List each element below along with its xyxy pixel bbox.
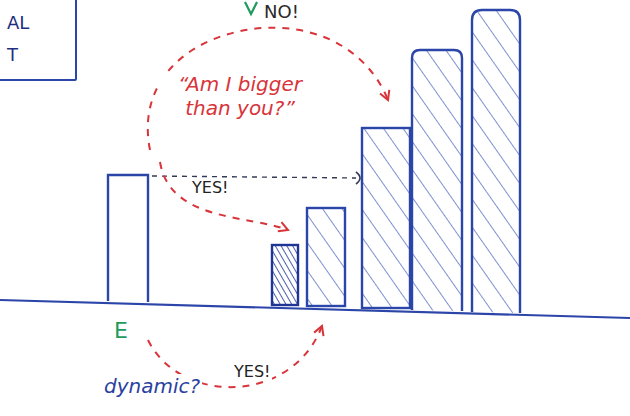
answer-text: YES! (190, 178, 230, 197)
open-bar (108, 175, 148, 302)
note-text: dynamic? (102, 374, 202, 398)
question-arc (160, 162, 288, 230)
hatched-bar (412, 50, 462, 311)
hatched-bar (472, 10, 520, 313)
frame-box: AL T (0, 0, 77, 81)
element-letter: E (112, 318, 130, 344)
answer-text: NO! (262, 1, 301, 23)
small-bar (272, 245, 298, 305)
answer-text: YES! (232, 362, 272, 381)
question-text: “Am I bigger than you?” (158, 72, 322, 120)
box-text: AL T (7, 7, 41, 71)
question-arc (148, 28, 388, 150)
hatched-bar (362, 128, 410, 308)
hatched-bar (307, 208, 345, 306)
green-arrow (245, 2, 257, 14)
comparison-end (356, 172, 360, 184)
comparison-line (152, 176, 356, 178)
